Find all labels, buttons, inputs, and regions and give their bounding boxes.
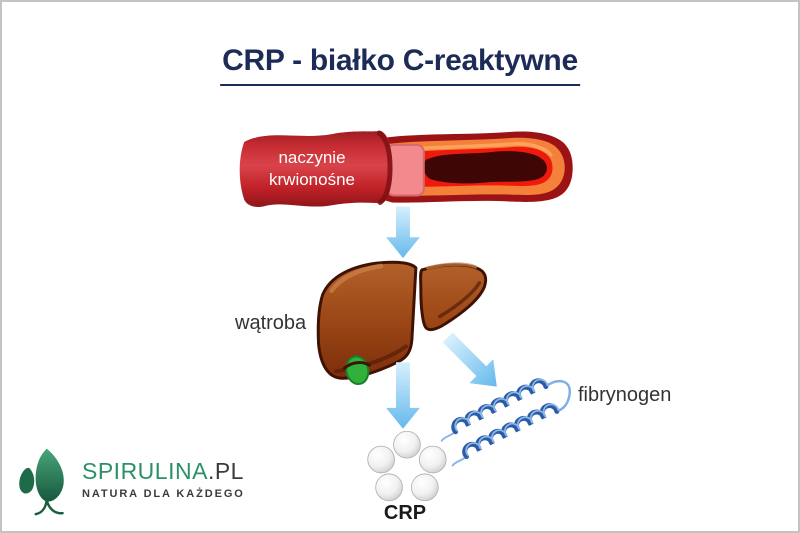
logo-tld-text: .PL bbox=[207, 458, 244, 484]
vessel-label-line1: naczynie bbox=[278, 148, 346, 167]
leaf-icon bbox=[19, 448, 64, 516]
liver-illustration bbox=[316, 260, 488, 385]
fibrinogen-illustration bbox=[440, 378, 571, 467]
vessel-label-line2: krwionośne bbox=[269, 170, 355, 190]
liver-label: wątroba bbox=[235, 312, 307, 334]
logo-brand-text: SPIRULINA bbox=[82, 458, 208, 484]
blood-vessel-illustration bbox=[239, 130, 573, 207]
vessel-label: naczynie krwionośne bbox=[250, 147, 374, 191]
arrow-diagonal-icon bbox=[442, 332, 497, 387]
arrow-down-icon bbox=[386, 206, 420, 259]
arrow-down-icon bbox=[386, 362, 420, 429]
logo-tagline: NATURA DLA KAŻDEGO bbox=[82, 488, 245, 500]
fibrinogen-label: fibrynogen bbox=[578, 384, 672, 406]
crp-label: CRP bbox=[383, 502, 427, 524]
logo-brandline: SPIRULINA.PL bbox=[82, 458, 245, 485]
crp-molecule-illustration bbox=[367, 430, 447, 502]
logo-text: SPIRULINA.PL NATURA DLA KAŻDEGO bbox=[82, 458, 245, 500]
page-title: CRP - białko C-reaktywne bbox=[220, 44, 580, 86]
spirulina-logo: SPIRULINA.PL NATURA DLA KAŻDEGO bbox=[22, 444, 282, 524]
vessel-cut-face bbox=[386, 143, 425, 197]
